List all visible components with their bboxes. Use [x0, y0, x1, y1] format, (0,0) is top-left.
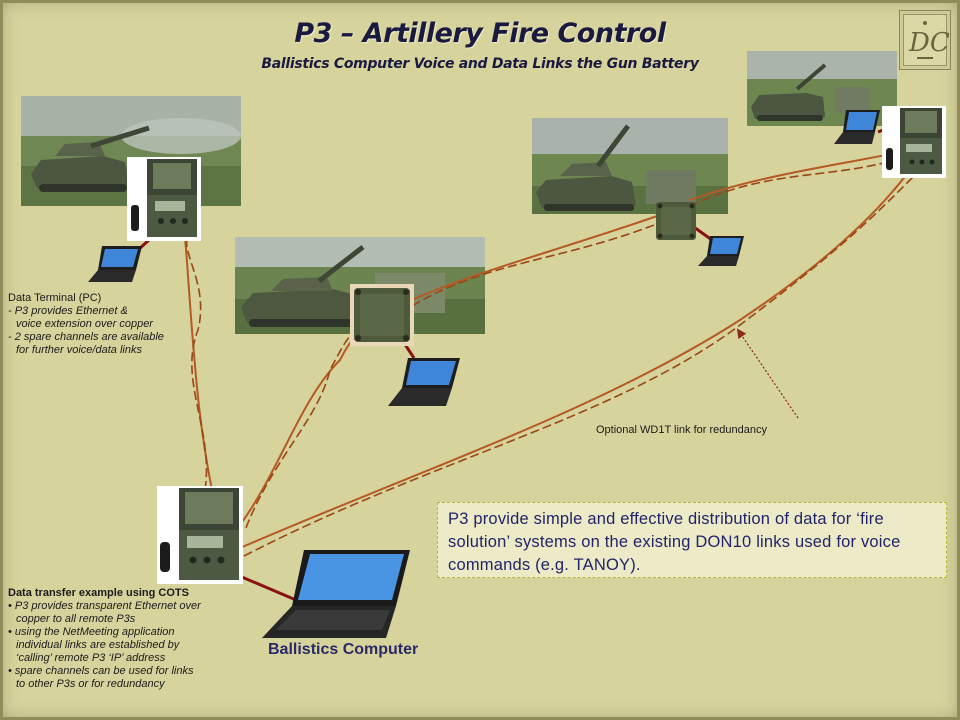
link-cable-box-2-pair [245, 317, 375, 529]
data-transfer-heading: Data transfer example using COTS [8, 587, 189, 599]
data-transfer-line: individual links are established by [16, 639, 180, 651]
data-transfer-line: • using the NetMeeting application [8, 626, 175, 638]
dc-logo-icon: DC [908, 21, 950, 59]
data-transfer-note: Data transfer example using COTS • P3 pr… [8, 587, 201, 691]
optional-link-arrow [736, 328, 799, 419]
link-cable-terminal-1 [183, 229, 213, 491]
slide-subtitle: Ballistics Computer Voice and Data Links… [261, 56, 699, 72]
p3-box-icon [656, 202, 696, 240]
link-cable-optional-pair [243, 175, 915, 557]
data-transfer-line: ‘calling’ remote P3 ‘IP’ address [16, 652, 166, 664]
ballistics-laptop-icon [262, 550, 410, 638]
data-terminal-note: Data Terminal (PC) - P3 provides Etherne… [8, 292, 164, 357]
data-transfer-line: copper to all remote P3s [16, 613, 136, 625]
data-transfer-line: • spare channels can be used for links [8, 665, 194, 677]
logo-letters: DC [908, 28, 950, 58]
link-cable-box-2 [239, 319, 371, 526]
ballistics-computer-label: Ballistics Computer [268, 641, 419, 658]
data-terminal-line: for further voice/data links [16, 344, 142, 356]
field-terminal-icon [882, 106, 946, 178]
link-cable-terminal-4 [689, 151, 901, 201]
optional-link-label: Optional WD1T link for redundancy [596, 424, 767, 436]
laptop-icon [834, 110, 880, 144]
data-terminal-line: - 2 spare channels are available [8, 331, 164, 343]
field-terminal-icon [127, 157, 201, 241]
summary-callout: P3 provide simple and effective distribu… [437, 502, 947, 578]
laptop-icon [88, 246, 142, 282]
slide-title: P3 – Artillery Fire Control [294, 18, 666, 49]
link-cable-optional [239, 169, 911, 549]
laptop-icon [388, 358, 460, 406]
link-cable-box-3 [411, 214, 661, 301]
p3-box-icon [350, 284, 414, 346]
field-terminal-icon [157, 486, 243, 584]
data-terminal-heading: Data Terminal (PC) [8, 292, 102, 304]
link-cable-terminal-1-pair [185, 229, 208, 491]
dc-logo: DC [899, 10, 951, 70]
laptop-icon [698, 236, 744, 266]
link-cable-box-3-pair [411, 221, 663, 307]
data-transfer-line: • P3 provides transparent Ethernet over [8, 600, 201, 612]
link-cable-terminal-4-pair [689, 157, 903, 207]
data-terminal-line: - P3 provides Ethernet & [8, 305, 128, 317]
data-terminal-line: voice extension over copper [16, 318, 153, 330]
data-transfer-line: to other P3s or for redundancy [16, 678, 165, 690]
